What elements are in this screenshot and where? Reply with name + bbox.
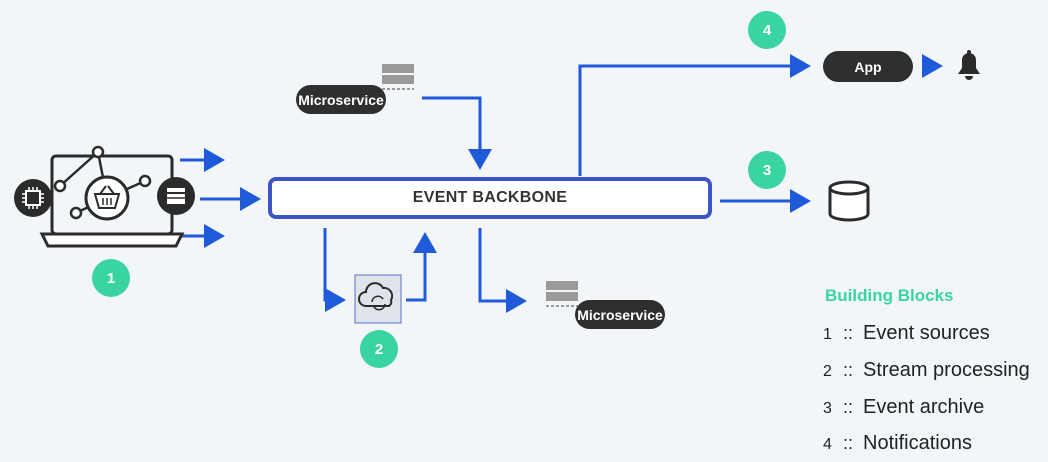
shopping-basket-icon (84, 175, 130, 221)
badge-2: 2 (360, 330, 398, 368)
database-icon (828, 180, 870, 222)
bottom-microservice-pill: Microservice (575, 300, 665, 329)
legend-separator: :: (843, 323, 854, 343)
event-backbone-label: EVENT BACKBONE (412, 189, 568, 206)
badge-4: 4 (748, 11, 786, 49)
processing-to-backbone-arrow (406, 232, 437, 302)
legend-item-number: 1 (823, 326, 832, 343)
event-backbone: EVENT BACKBONE (268, 177, 712, 219)
microservice-to-backbone-arrow (422, 96, 492, 170)
browser-window-icon (157, 177, 195, 215)
legend-separator: :: (843, 360, 854, 380)
legend-separator: :: (843, 433, 854, 453)
legend-item-number: 2 (823, 363, 832, 380)
backbone-to-app-arrow (578, 54, 811, 176)
backbone-to-processing-arrow (323, 228, 346, 312)
chip-icon (14, 179, 52, 217)
legend-item-label: Event archive (863, 396, 985, 418)
badge-4-number: 4 (762, 21, 772, 39)
server-icon (382, 64, 414, 90)
top-microservice-label: Microservice (298, 91, 384, 108)
source-arrows (180, 148, 261, 248)
app-pill: App (823, 51, 913, 82)
badge-3: 3 (748, 151, 786, 189)
top-microservice-pill: Microservice (296, 85, 386, 114)
legend-title: Building Blocks (825, 286, 954, 305)
bell-icon (958, 50, 980, 80)
legend-item: 4 :: Notifications (823, 432, 972, 455)
legend-item: 1 :: Event sources (823, 322, 990, 345)
legend-item-number: 3 (823, 400, 832, 417)
legend-item-label: Stream processing (863, 359, 1030, 381)
backbone-to-microservice-arrow (478, 228, 527, 313)
legend-item: 2 :: Stream processing (823, 359, 1030, 382)
legend-item: 3 :: Event archive (823, 396, 984, 419)
badge-1-number: 1 (106, 269, 116, 287)
legend-item-number: 4 (823, 436, 832, 453)
badge-2-number: 2 (374, 340, 384, 358)
legend-separator: :: (843, 397, 854, 417)
legend-item-label: Event sources (863, 322, 990, 344)
app-label: App (854, 58, 882, 75)
legend-item-label: Notifications (863, 432, 972, 454)
badge-1: 1 (92, 259, 130, 297)
bottom-microservice-label: Microservice (577, 306, 663, 323)
cloud-sync-icon (354, 274, 402, 324)
badge-3-number: 3 (762, 161, 772, 179)
server-icon (546, 281, 578, 307)
